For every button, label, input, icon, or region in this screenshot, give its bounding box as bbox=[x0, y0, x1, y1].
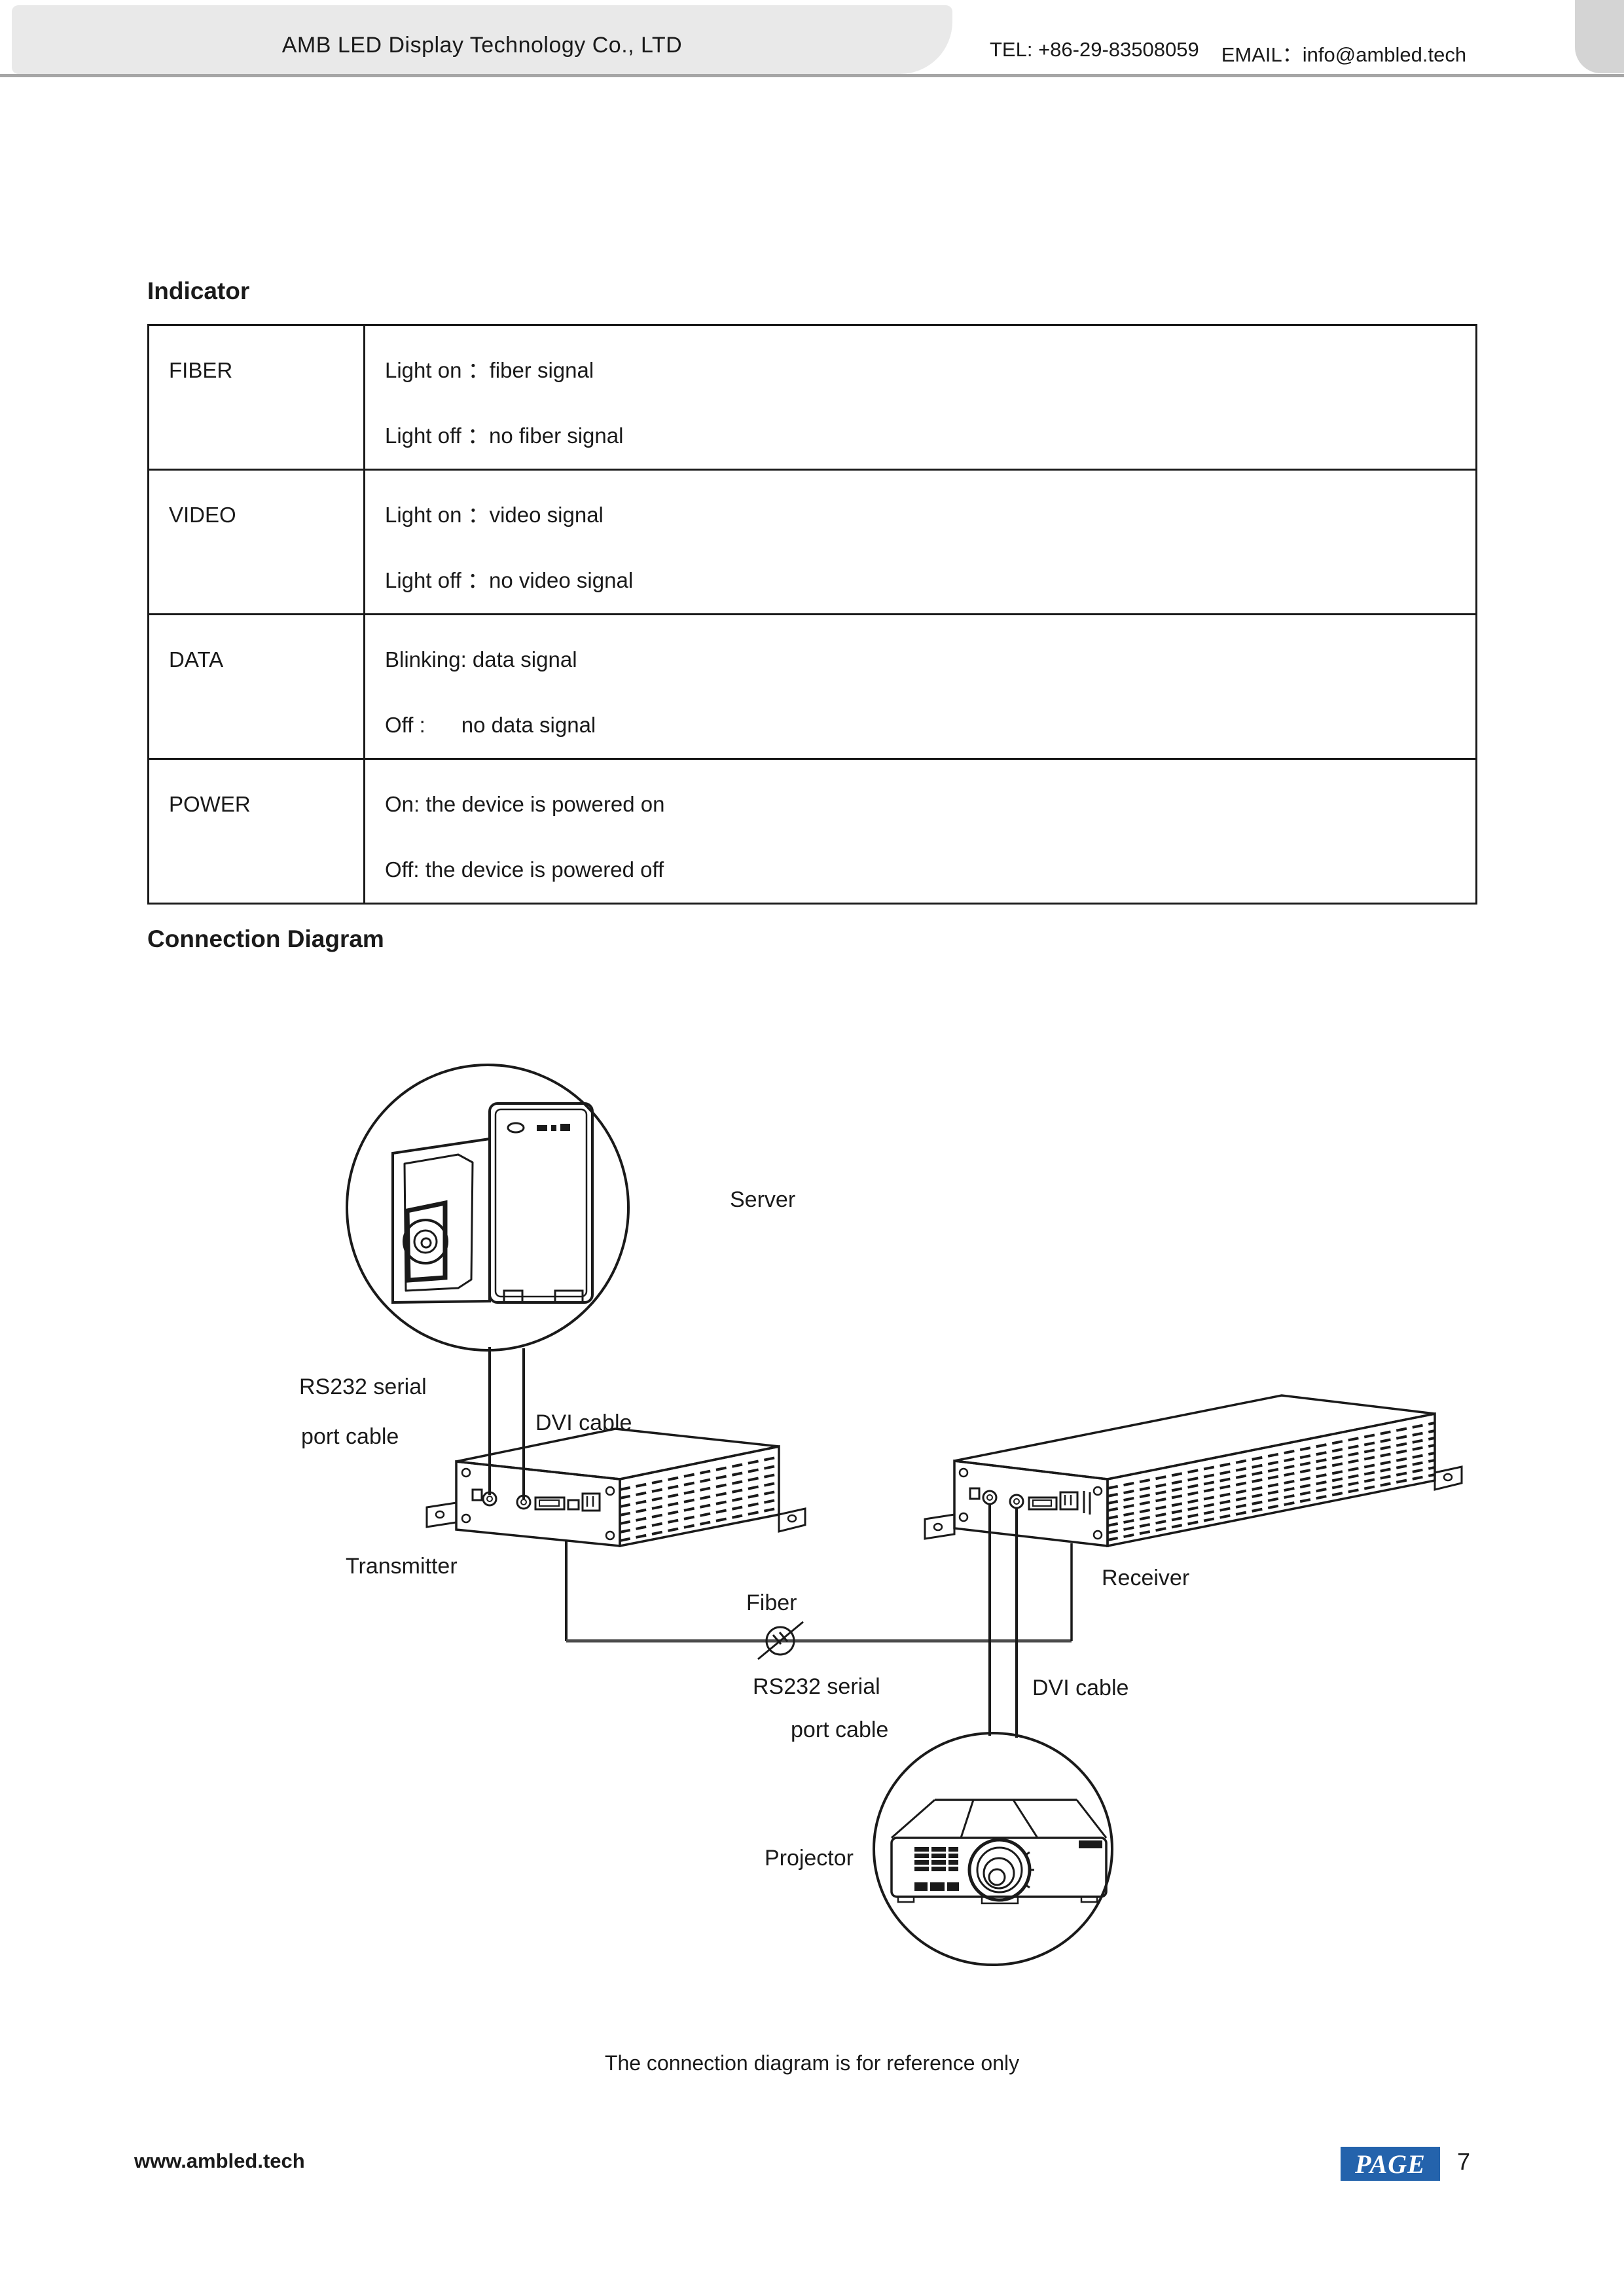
server-label: Server bbox=[730, 1187, 796, 1212]
dvi-cable-label-top: DVI cable bbox=[535, 1410, 632, 1435]
indicator-row-label: POWER bbox=[147, 758, 365, 905]
indicator-row-label: VIDEO bbox=[147, 469, 365, 615]
indicator-row-desc: On: the device is powered on Off: the dev… bbox=[363, 758, 1477, 905]
page-logo-badge: PAGE bbox=[1341, 2147, 1440, 2181]
connection-diagram-heading: Connection Diagram bbox=[147, 925, 384, 952]
desc-line: On: the device is powered on bbox=[385, 792, 665, 816]
fiber-cable-line bbox=[565, 1541, 1073, 1643]
indicator-row-label: FIBER bbox=[147, 324, 365, 471]
indicator-row-label: DATA bbox=[147, 613, 365, 760]
port-cable-label-top: port cable bbox=[301, 1424, 399, 1449]
header-divider bbox=[0, 74, 1624, 77]
desc-line: Light on ：fiber signal bbox=[385, 358, 594, 382]
transmitter-box bbox=[425, 1427, 806, 1548]
receiver-label: Receiver bbox=[1102, 1566, 1190, 1590]
diagram-caption: The connection diagram is for reference … bbox=[604, 2051, 1020, 2075]
desc-line: Light off ：no video signal bbox=[385, 568, 634, 592]
fiber-label: Fiber bbox=[746, 1590, 797, 1615]
footer-website: www.ambled.tech bbox=[134, 2149, 305, 2172]
server-tower bbox=[391, 1102, 594, 1304]
projector-label: Projector bbox=[764, 1846, 854, 1871]
header-corner-tab bbox=[1575, 0, 1624, 73]
fiber-connector-symbol bbox=[757, 1621, 804, 1660]
projector-circle bbox=[873, 1732, 1113, 1966]
rs232-serial-label-top: RS232 serial bbox=[299, 1374, 427, 1399]
desc-line: Light on ：video signal bbox=[385, 503, 604, 527]
desc-line: Off: the device is powered off bbox=[385, 857, 664, 882]
desc-line: Blinking: data signal bbox=[385, 647, 577, 672]
transmitter-label: Transmitter bbox=[346, 1554, 458, 1579]
indicator-heading: Indicator bbox=[147, 278, 250, 304]
page-number: 7 bbox=[1457, 2148, 1471, 2175]
port-cable-label-bottom: port cable bbox=[791, 1717, 889, 1742]
desc-line: Light off ：no fiber signal bbox=[385, 423, 624, 448]
page-logo-text: PAGE bbox=[1355, 2149, 1426, 2179]
projector-drawing bbox=[890, 1799, 1108, 1905]
header-tel: TEL: +86-29-83508059 bbox=[990, 38, 1199, 61]
header-band: AMB LED Display Technology Co., LTD bbox=[12, 5, 952, 74]
server-circle bbox=[346, 1064, 630, 1352]
header-contact: TEL: +86-29-83508059 EMAIL：info@ambled.t… bbox=[990, 38, 1466, 67]
desc-line: Off : no data signal bbox=[385, 713, 596, 737]
receiver-box bbox=[924, 1394, 1463, 1548]
rs232-serial-label-bottom: RS232 serial bbox=[753, 1674, 880, 1699]
header-email: EMAIL：info@ambled.tech bbox=[1221, 43, 1467, 66]
dvi-cable-label-bottom: DVI cable bbox=[1032, 1676, 1129, 1700]
company-name: AMB LED Display Technology Co., LTD bbox=[281, 33, 683, 58]
table-row: POWER On: the device is powered on Off: t… bbox=[147, 758, 1477, 905]
